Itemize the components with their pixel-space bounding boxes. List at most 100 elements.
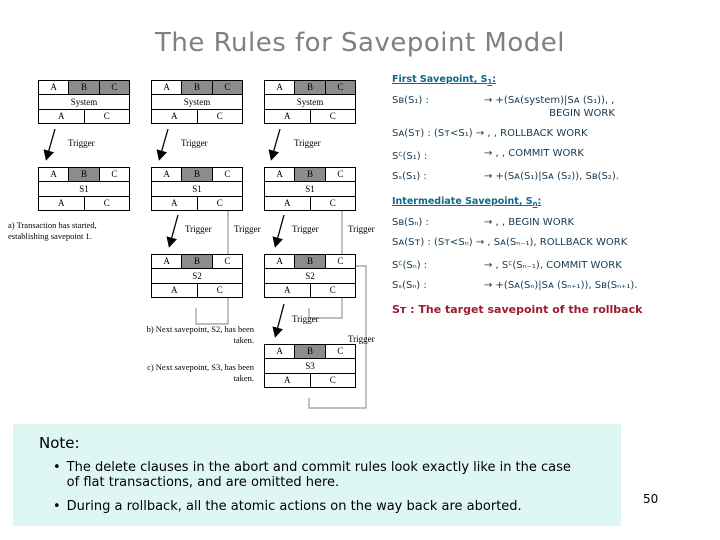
cell-a: A [265, 81, 296, 94]
rule-rhs: → , , COMMIT WORK [484, 148, 584, 159]
block-row-top: A B C [152, 168, 242, 182]
cell-a: A [265, 168, 296, 181]
cell-b: B [69, 168, 100, 181]
block-row-bottom: A C [152, 110, 242, 123]
block-label: System [39, 95, 129, 109]
cell-c2: C [310, 110, 355, 123]
cell-c2: C [310, 197, 355, 210]
intermediate-savepoint-heading-text: Intermediate Savepoint, S [392, 196, 533, 207]
note-bullet-2: • During a rollback, all the atomic acti… [53, 499, 611, 514]
block-label: S1 [39, 182, 129, 196]
block-c-s2: A B C S2 A C [264, 254, 356, 298]
cell-b: B [182, 168, 213, 181]
caption-c: c) Next savepoint, S3, has been taken. [147, 362, 254, 383]
note-box: Note: • The delete clauses in the abort … [13, 424, 621, 526]
page-title: The Rules for Savepoint Model [155, 28, 565, 58]
block-a-system: A B C System A C [38, 80, 130, 124]
caption-b: b) Next savepoint, S2, has been taken. [146, 324, 254, 345]
block-row-bottom: A C [265, 284, 355, 297]
block-label: S1 [152, 182, 242, 196]
block-row-top: A B C [39, 81, 129, 95]
rule-first-savepoint: Sₛ(S₁) : → +(Sᴀ(S₁)|Sᴀ (S₂)), Sʙ(S₂). [392, 171, 712, 182]
block-row-top: A B C [265, 81, 355, 95]
cell-a: A [152, 255, 183, 268]
cell-b: B [69, 81, 100, 94]
block-row-label: S1 [39, 182, 129, 197]
block-row-bottom: A C [152, 197, 242, 210]
rule-first-begin: Sʙ(S₁) : → +(Sᴀ(system)|Sᴀ (S₁)), , [392, 95, 712, 106]
cell-c: C [212, 81, 242, 94]
rule-lhs: Sꟲ(S₁) : [392, 151, 428, 162]
cell-c2: C [197, 110, 242, 123]
block-label: S2 [265, 269, 355, 283]
target-savepoint-note: Sᴛ : The target savepoint of the rollbac… [392, 303, 643, 316]
intermediate-savepoint-heading-tail: : [537, 196, 542, 207]
cell-a2: A [39, 197, 85, 210]
cell-a: A [39, 168, 70, 181]
rule-rhs: → +(Sᴀ(Sₙ)|Sᴀ (Sₙ₊₁)), Sʙ(Sₙ₊₁). [484, 280, 638, 291]
rule-inter-abort: Sᴀ(Sᴛ) : (Sᴛ<Sₙ) → , Sᴀ(Sₙ₋₁), ROLLBACK … [392, 237, 712, 248]
block-row-bottom: A C [152, 284, 242, 297]
rule-first-begin-continuation: BEGIN WORK [549, 108, 615, 119]
cell-c: C [325, 168, 355, 181]
cell-b: B [182, 81, 213, 94]
cell-c: C [325, 81, 355, 94]
block-row-top: A B C [265, 345, 355, 359]
cell-c2: C [84, 110, 129, 123]
intermediate-savepoint-heading: Intermediate Savepoint, Sn: [392, 196, 712, 208]
cell-a2: A [265, 284, 311, 297]
cell-c2: C [310, 374, 355, 387]
block-row-label: System [265, 95, 355, 110]
block-label: S2 [152, 269, 242, 283]
note-title: Note: [39, 434, 80, 452]
block-row-label: S1 [265, 182, 355, 197]
cell-a2: A [265, 197, 311, 210]
cell-c2: C [310, 284, 355, 297]
trigger-label: Trigger [185, 224, 212, 234]
cell-c: C [325, 255, 355, 268]
rule-lhs: Sᴀ(Sᴛ) : (Sᴛ<S₁) → , , ROLLBACK WORK [392, 128, 588, 139]
bullet-dot-icon: • [53, 499, 61, 514]
trigger-label: Trigger [68, 138, 95, 148]
cell-b: B [295, 81, 326, 94]
rule-lhs: Sꟲ(Sₙ) : [392, 260, 428, 271]
caption-a: a) Transaction has started, establishing… [8, 220, 97, 241]
rule-inter-savepoint: Sₛ(Sₙ) : → +(Sᴀ(Sₙ)|Sᴀ (Sₙ₊₁)), Sʙ(Sₙ₊₁)… [392, 280, 712, 291]
block-row-top: A B C [265, 255, 355, 269]
rule-lhs: Sₛ(S₁) : [392, 171, 427, 182]
cell-c2: C [197, 197, 242, 210]
cell-a2: A [152, 110, 198, 123]
block-label: S1 [265, 182, 355, 196]
cell-c: C [212, 168, 242, 181]
rule-first-abort: Sᴀ(Sᴛ) : (Sᴛ<S₁) → , , ROLLBACK WORK [392, 128, 712, 139]
block-row-bottom: A C [265, 110, 355, 123]
cell-a: A [39, 81, 70, 94]
trigger-label: Trigger [294, 138, 321, 148]
rules-panel: First Savepoint, S1: Sʙ(S₁) : → +(Sᴀ(sys… [392, 74, 712, 316]
block-row-bottom: A C [39, 197, 129, 210]
cell-c: C [212, 255, 242, 268]
block-row-label: S3 [265, 359, 355, 374]
block-row-label: System [39, 95, 129, 110]
cell-a: A [265, 345, 296, 358]
cell-a2: A [265, 374, 311, 387]
block-a-s1: A B C S1 A C [38, 167, 130, 211]
note-bullet-text: The delete clauses in the abort and comm… [66, 460, 571, 490]
block-label: System [265, 95, 355, 109]
cell-b: B [295, 168, 326, 181]
cell-c: C [99, 168, 129, 181]
trigger-label: Trigger [181, 138, 208, 148]
rule-lhs: Sᴀ(Sᴛ) : (Sᴛ<Sₙ) → , Sᴀ(Sₙ₋₁), ROLLBACK … [392, 237, 628, 248]
cell-a2: A [39, 110, 85, 123]
rule-inter-commit: Sꟲ(Sₙ) : → , Sꟲ(Sₙ₋₁), COMMIT WORK [392, 257, 712, 271]
block-row-top: A B C [265, 168, 355, 182]
first-savepoint-heading: First Savepoint, S1: [392, 74, 712, 86]
block-row-top: A B C [152, 255, 242, 269]
rule-first-commit: Sꟲ(S₁) : → , , COMMIT WORK [392, 148, 712, 162]
rule-rhs: → +(Sᴀ(S₁)|Sᴀ (S₂)), Sʙ(S₂). [484, 171, 619, 182]
note-bullet-text: During a rollback, all the atomic action… [66, 499, 522, 514]
rule-lhs: Sʙ(S₁) : [392, 95, 429, 106]
savepoint-diagram: A B C System A C Trigger A B C S1 A C a)… [0, 72, 400, 412]
intermediate-savepoint-heading-sub: n [532, 200, 538, 208]
block-b-s2: A B C S2 A C [151, 254, 243, 298]
